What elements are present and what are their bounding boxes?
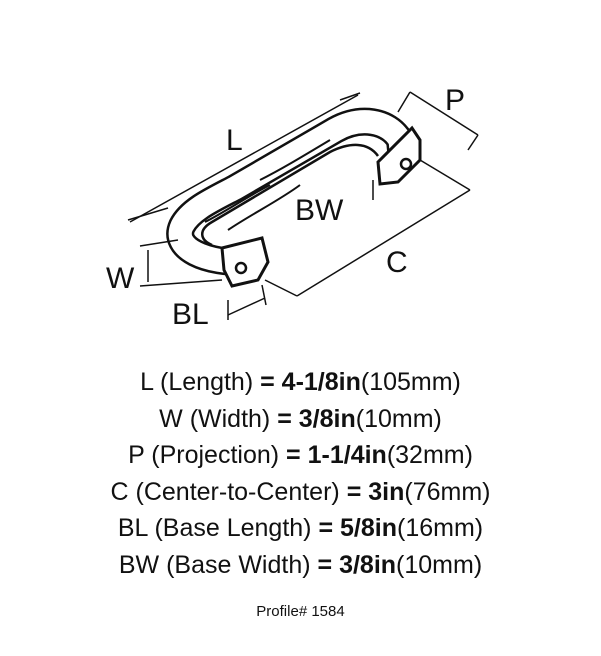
label-C: C — [386, 246, 408, 279]
dimension-spec-list: L (Length) = 4-1/8in(105mm) W (Width) = … — [0, 364, 601, 583]
screw-hole-left — [234, 261, 248, 275]
label-L: L — [226, 124, 243, 157]
spec-base-length: BL (Base Length) = 5/8in(16mm) — [117, 514, 484, 542]
spec-center-to-center: C (Center-to-Center) = 3in(76mm) — [110, 477, 491, 506]
label-P: P — [445, 84, 465, 117]
label-BW: BW — [295, 194, 344, 227]
spec-width: W (Width) = 3/8in(10mm) — [159, 404, 442, 433]
spec-base-width: BW (Base Width) = 3/8in(10mm) — [118, 550, 483, 579]
spec-length: L (Length) = 4-1/8in(105mm) — [140, 368, 461, 396]
label-W: W — [106, 262, 135, 295]
dimension-lines — [127, 91, 479, 320]
handle-diagram: L P BW W C BL — [106, 84, 479, 331]
spec-projection: P (Projection) = 1-1/4in(32mm) — [128, 441, 473, 469]
profile-number: Profile# 1584 — [256, 603, 345, 620]
label-BL: BL — [172, 298, 209, 331]
handle-drawing — [166, 107, 422, 288]
screw-hole-right — [399, 157, 413, 171]
left-base — [220, 236, 270, 288]
dimension-labels: L P BW W C BL — [106, 84, 465, 331]
